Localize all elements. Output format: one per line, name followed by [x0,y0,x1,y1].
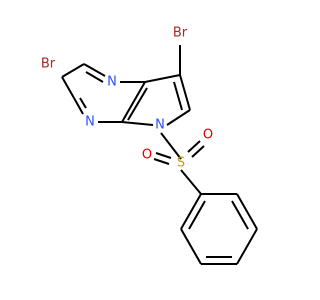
atom-o-left: O [142,148,152,163]
bond-ph-3-4 [236,228,258,265]
atom-n-bottom: N [85,115,95,130]
bond-ph-2-3 [236,193,258,230]
bond-c8-c9-inner [173,81,183,111]
atom-o-right: O [203,128,213,143]
bond-n5-c4a [121,121,154,126]
atom-n-top: N [107,75,117,90]
bond-c9-n5 [166,109,191,126]
atom-n-pyrrole: N [155,118,165,133]
bonds [61,45,258,265]
atom-labels: Br Br N N N S O O [41,26,213,171]
bond-s-o2-b [191,145,205,158]
bond-ph-5-6 [180,228,202,265]
bond-c2-c3 [61,76,75,99]
bond-c8-c9 [179,74,191,111]
bond-ph-2-3-inner [231,200,249,230]
bond-c3-n4 [73,97,84,115]
bond-ph-6-1-inner [188,200,206,230]
atom-br-top: Br [173,26,188,41]
bond-c4a-c8a [121,81,146,123]
atom-br-left: Br [41,57,56,72]
bond-c4a-c8a-inner [127,87,148,121]
bond-s-o1 [155,152,172,159]
bond-c3-n4-inner [79,97,87,109]
bond-s-o1-b [153,158,170,165]
bond-s-ph [180,169,202,195]
bond-ph-6-1 [180,193,202,230]
bond-c8a-c8 [144,74,181,83]
bond-c2-br [61,63,85,78]
bond-n1-c2 [83,63,106,77]
bond-n1-c2-inner [85,71,104,83]
molecule-structure: Br Br N N N S O O [41,26,258,265]
bond-s-o2 [187,140,201,153]
bond-n5-s [160,132,182,160]
atom-s: S [177,156,185,171]
